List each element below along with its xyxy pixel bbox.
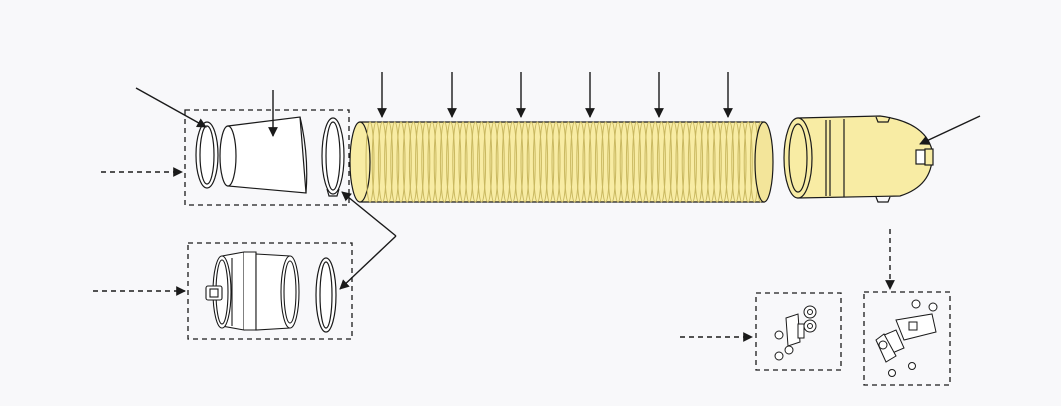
hose-rib — [396, 121, 406, 203]
hose-rib — [712, 121, 722, 203]
hose-rib — [706, 121, 716, 203]
hose-rib — [601, 121, 611, 203]
callout-arrow — [919, 115, 981, 145]
hose-rib — [489, 121, 499, 203]
hose-rib — [644, 121, 654, 203]
hose-rib — [483, 121, 493, 203]
clear-sleeve-icon — [219, 116, 308, 194]
hose-rib — [415, 121, 425, 203]
hose-rib — [439, 121, 449, 203]
hose-rib — [408, 121, 418, 203]
hose-rib — [613, 121, 623, 203]
hose-rib — [501, 121, 511, 203]
hose-rib — [619, 121, 629, 203]
hose-rib — [663, 121, 673, 203]
hose-rib — [743, 121, 753, 203]
hose-rib — [446, 121, 456, 203]
hose-rib — [452, 121, 462, 203]
kit-box-coupler — [187, 242, 353, 340]
hose-rib — [582, 121, 592, 203]
nozzle-latch-kit-icon — [875, 299, 938, 377]
hose-rib — [458, 121, 468, 203]
hose-rib — [421, 121, 431, 203]
callout-arrow — [339, 235, 397, 290]
hose-callout-arrows — [377, 72, 733, 118]
clamp-ring-right-icon — [321, 117, 345, 197]
hose-rib — [470, 121, 480, 203]
hose-rib — [576, 121, 586, 203]
hose-rib — [694, 121, 704, 203]
hose-rib — [508, 121, 518, 203]
hose-rib — [607, 121, 617, 203]
hose-rib — [731, 121, 741, 203]
hose-rib — [532, 121, 542, 203]
hose-rib — [427, 121, 437, 203]
hose-rib — [656, 121, 666, 203]
end-nozzle-icon — [783, 115, 934, 203]
hose-rib — [594, 121, 604, 203]
hose-rib — [737, 121, 747, 203]
hose-rib — [632, 121, 642, 203]
hose-rib — [526, 121, 536, 203]
hose-rib — [384, 121, 394, 203]
hose-rib — [477, 121, 487, 203]
callout-arrow — [135, 87, 207, 128]
hose-rib — [464, 121, 474, 203]
hose-rib — [557, 121, 567, 203]
hose-rib — [520, 121, 530, 203]
kit-box-sleeve-clamps — [184, 109, 350, 206]
hose-rib — [390, 121, 400, 203]
hose-rib — [545, 121, 555, 203]
hose-rib — [570, 121, 580, 203]
hose-rib — [551, 121, 561, 203]
corrugated-hose-icon — [349, 121, 774, 203]
callout-arrow — [341, 191, 397, 237]
hose-rib — [725, 121, 735, 203]
hose-rib — [433, 121, 443, 203]
hose-rib — [371, 121, 381, 203]
hose-rib — [539, 121, 549, 203]
hose-rib — [514, 121, 524, 203]
hose-rib — [402, 121, 412, 203]
wall-bracket-kit-icon — [774, 305, 817, 361]
hose-rib — [365, 121, 375, 203]
hose-rib — [495, 121, 505, 203]
quick-coupler-icon — [205, 251, 300, 331]
loose-ring-icon — [315, 257, 337, 333]
hose-rib — [687, 121, 697, 203]
hose-rib — [681, 121, 691, 203]
hose-rib — [588, 121, 598, 203]
hose-rib — [675, 121, 685, 203]
clamp-ring-left-icon — [195, 121, 219, 189]
hose-rib — [718, 121, 728, 203]
hose-rib — [700, 121, 710, 203]
hose-rib — [377, 121, 387, 203]
hose-rib — [650, 121, 660, 203]
hose-rib — [563, 121, 573, 203]
hose-rib — [638, 121, 648, 203]
hose-rib — [669, 121, 679, 203]
hose-rib — [625, 121, 635, 203]
